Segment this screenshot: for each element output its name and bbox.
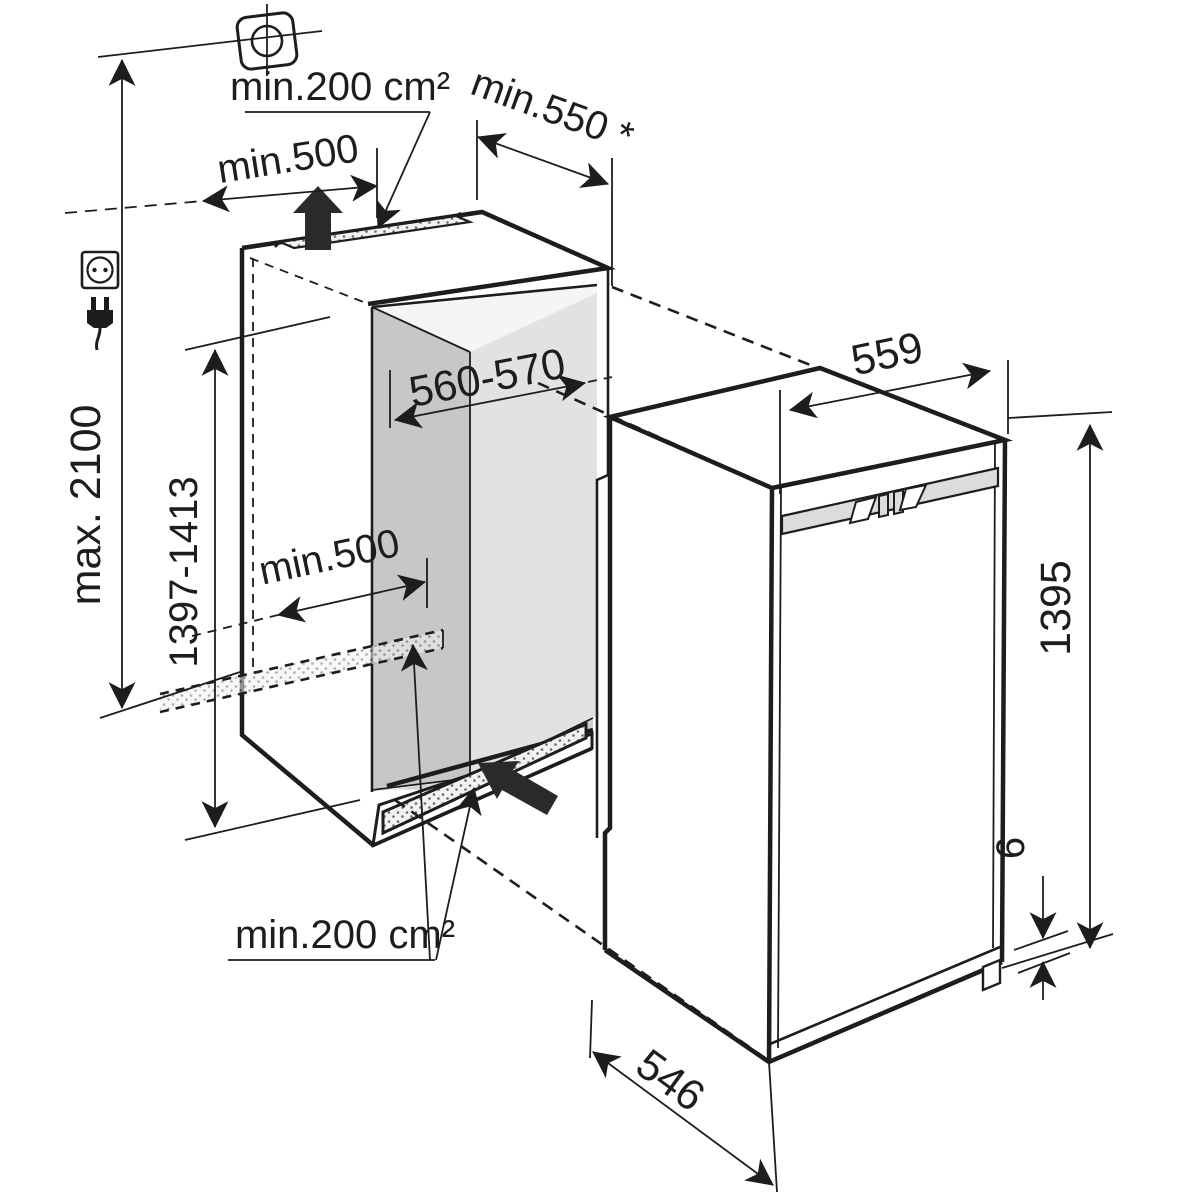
dimension-label: 1395 [1032, 560, 1080, 656]
appliance [602, 365, 1013, 1065]
power-socket-icon [80, 250, 120, 290]
ceiling-datum-icon [97, 4, 323, 76]
dimension-label: min.550 * [466, 60, 640, 159]
dimension-label: min.200 cm² [235, 913, 455, 957]
dimension-label: 559 [847, 323, 927, 385]
dimension-label: 1397-1413 [162, 476, 206, 667]
dimension-label: min.200 cm² [230, 65, 450, 109]
dimension-ceiling-vent-area: min.200 cm² [230, 65, 450, 229]
dimension-label: 546 [627, 1040, 713, 1121]
appliance-foot [981, 958, 1002, 992]
plinth-vent-strip [381, 721, 588, 836]
airflow-inlet-arrow-icon [478, 761, 558, 815]
dimension-appliance-height: 1395 [1001, 411, 1114, 969]
dimension-niche-height: 1397-1413 [162, 316, 361, 841]
dimension-door-bottom-gap: 6 [989, 837, 1071, 1000]
door-vent-grille [780, 466, 1000, 536]
dimension-label: 6 [989, 837, 1033, 859]
dimension-socket-height: max. 2100 [62, 58, 241, 719]
dimension-floor-vent-area: min.200 cm² [228, 643, 482, 961]
power-plug-icon [87, 297, 113, 351]
dimension-label: min.500 [214, 126, 361, 192]
dimension-label: max. 2100 [62, 405, 110, 606]
